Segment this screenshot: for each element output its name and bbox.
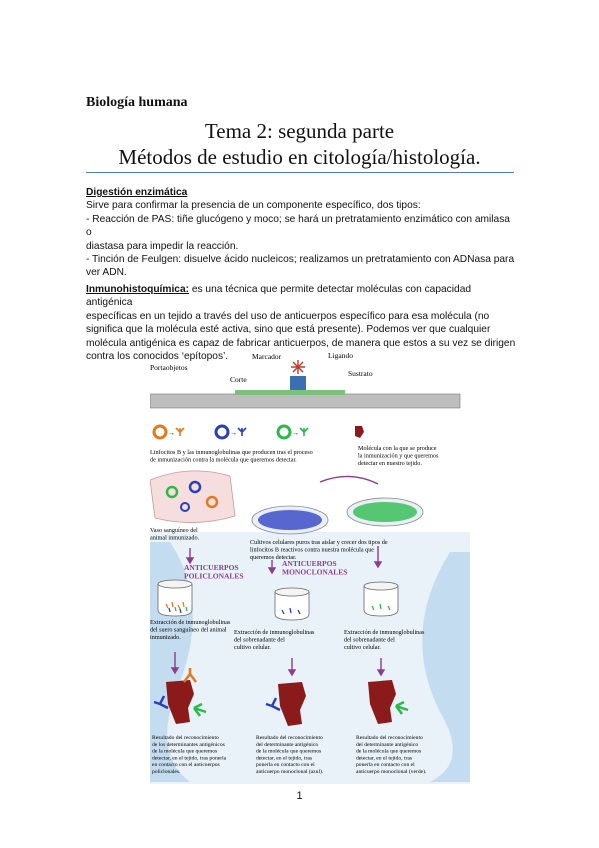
arrow-glyph: → xyxy=(168,429,175,437)
lymphocytes-row: → → → Linfocitos B y las inmunoglobulina… xyxy=(150,424,440,467)
label-monoclonales: ANTICUERPOS MONOCLONALES xyxy=(282,559,347,577)
text-line: - Reacción de PAS: tiñe glucógeno y moco… xyxy=(86,213,510,239)
section-digestion: Digestión enzimática Sirve para confirma… xyxy=(86,186,518,280)
label-marcador: Marcador xyxy=(252,352,282,361)
petri-dishes: Cultivos celulares puros tras aislar y c… xyxy=(250,475,424,561)
result-monoclonal-blue xyxy=(265,682,306,726)
label-corte: Corte xyxy=(230,375,247,384)
flow-arrows-results xyxy=(170,652,386,677)
text-line: específicas en un tejido a través del us… xyxy=(86,310,490,322)
section-heading-inmuno: Inmunohistoquímica: xyxy=(86,284,190,295)
antigen-icon xyxy=(355,426,364,438)
immunohistochemistry-figure: Portaobjetos Marcador Ligando Corte Sust… xyxy=(150,352,470,784)
caption-molecula: Molécula con la que se produce la inmuni… xyxy=(358,445,440,467)
tube-monoclonal-green xyxy=(363,581,399,617)
caption-extraccion-3: Extracción de inmunoglobulinas del sobre… xyxy=(344,629,426,651)
substrate-block xyxy=(290,376,306,390)
antibody-icon xyxy=(175,427,185,436)
label-ligando: Ligando xyxy=(328,352,353,360)
section-heading-digestion: Digestión enzimática xyxy=(86,187,188,198)
tube-policlonal xyxy=(157,579,193,617)
text-line: ver ADN. xyxy=(86,267,127,279)
caption-cultivos: Cultivos celulares puros tras aislar y c… xyxy=(250,539,389,561)
lymphocyte-icon xyxy=(214,424,230,440)
caption-vaso: Vaso sanguíneo del animal inmunizado. xyxy=(150,527,200,542)
page-title-line1: Tema 2: segunda parte xyxy=(204,119,395,143)
caption-extraccion-2: Extracción de inmunoglobulinas del sobre… xyxy=(234,629,316,651)
arrow-glyph: → xyxy=(230,429,237,437)
label-portaobjetos: Portaobjetos xyxy=(150,363,188,372)
caption-resultado-3: Resultado del reconocimiento del determi… xyxy=(356,735,427,775)
lymphocyte-icon xyxy=(152,424,168,440)
text-line: - Tinción de Feulgen: disuelve ácido nuc… xyxy=(86,254,515,266)
tubes xyxy=(157,579,399,621)
title-rule xyxy=(86,172,514,173)
arrow-glyph: → xyxy=(292,429,299,437)
antibody-icon xyxy=(299,427,309,436)
arrow-icon xyxy=(319,475,379,485)
result-monoclonal-green xyxy=(368,680,409,724)
subject-heading: Biología humana xyxy=(86,95,188,110)
text-line: contra los conocidos ‘epítopos’. xyxy=(86,351,229,363)
watermark-background xyxy=(150,532,470,784)
text-run: es una técnica que permite detectar molé… xyxy=(86,284,472,309)
tube-monoclonal-blue xyxy=(274,587,310,621)
slide-shape xyxy=(150,393,461,409)
text-line: molécula antigénica es capaz de fabricar… xyxy=(86,337,516,349)
label-policlonales: ANTICUERPOS POLICLONALES xyxy=(184,563,244,581)
text-line: Inmunohistoquímica: es una técnica que p… xyxy=(86,283,518,310)
antibody-icon xyxy=(237,427,247,436)
text-line: diastasa para impedir la reacción. xyxy=(86,240,239,252)
page-number: 1 xyxy=(296,790,303,802)
blood-vessel: Vaso sanguíneo del animal inmunizado. xyxy=(150,470,236,542)
label-sustrato: Sustrato xyxy=(348,369,373,378)
flow-arrows xyxy=(185,546,383,575)
section-inmuno: Inmunohistoquímica: es una técnica que p… xyxy=(86,283,518,363)
text-line: significa que la molécula esté activa, s… xyxy=(86,324,491,336)
text-line: Sirve para confirmar la presencia de un … xyxy=(86,200,421,212)
caption-linfocitos: Linfocitos B y las inmunoglobulinas que … xyxy=(150,449,314,464)
caption-extraccion-1: Extracción de inmunoglobulinas del suero… xyxy=(150,619,232,641)
result-policlonal xyxy=(153,668,207,724)
caption-resultado-1: Resultado del reconocimiento de los dete… xyxy=(152,735,228,775)
lymphocyte-icon xyxy=(276,424,292,440)
caption-resultado-2: Resultado del reconocimiento del determi… xyxy=(256,735,324,775)
slide-diagram: Portaobjetos Marcador Ligando Corte Sust… xyxy=(150,352,461,409)
page-title-line2: Métodos de estudio en citología/histolog… xyxy=(118,145,481,169)
marker-star-icon xyxy=(291,360,305,374)
tissue-section xyxy=(235,390,345,395)
